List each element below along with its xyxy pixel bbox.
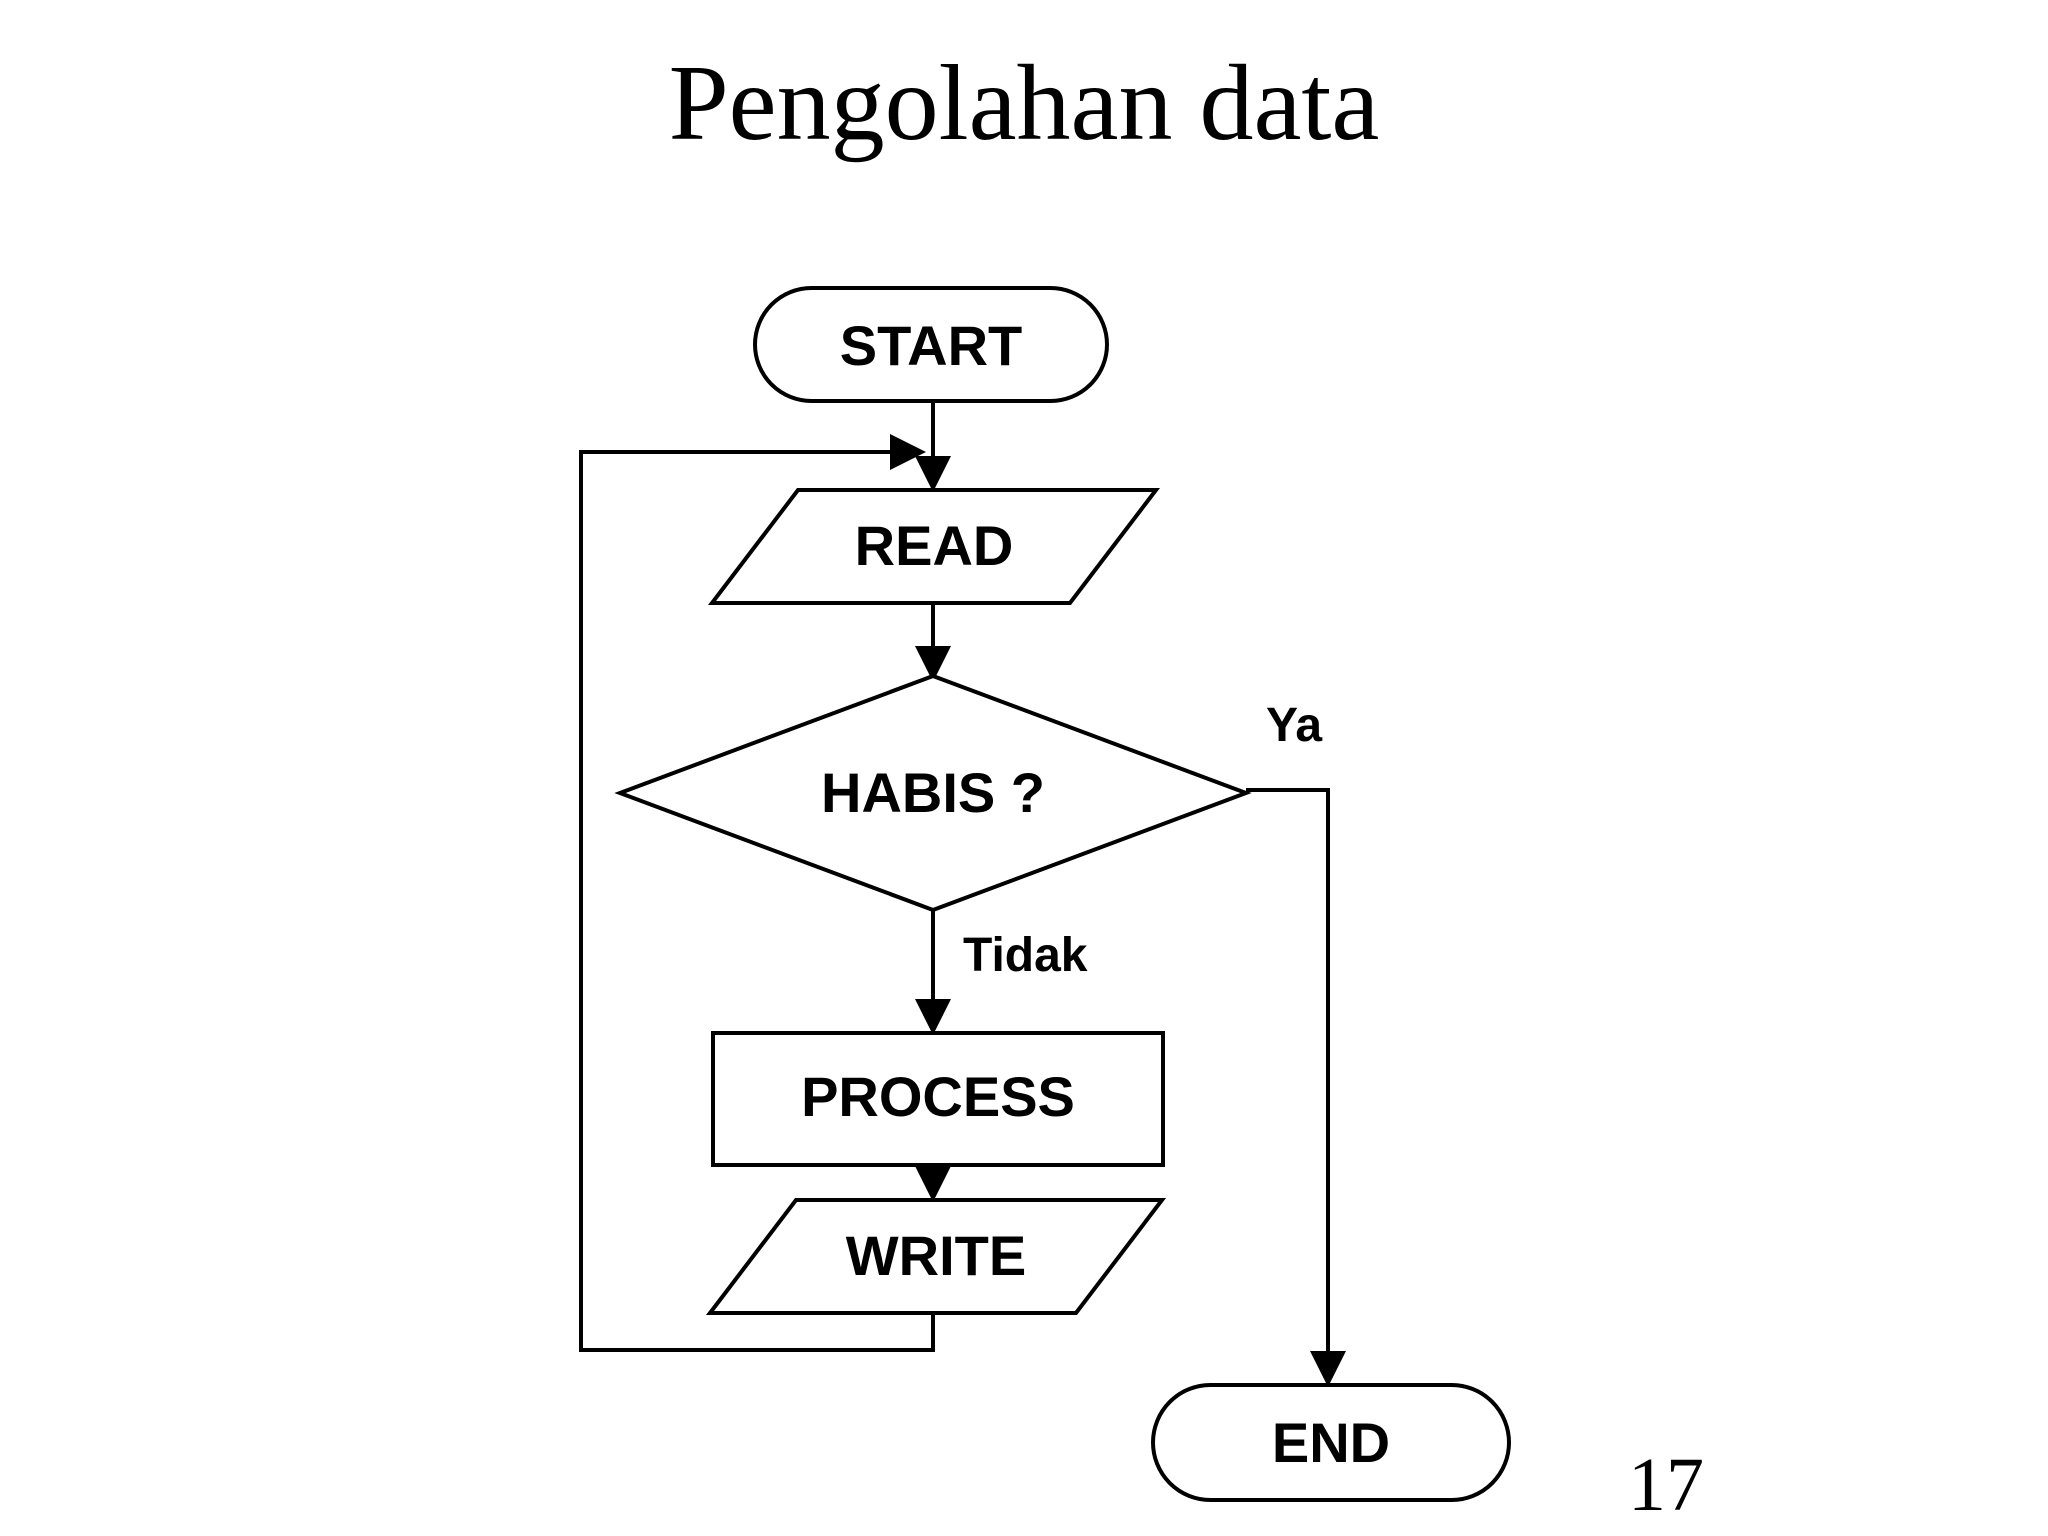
edge-habis-to-end [1246, 788, 1346, 1387]
node-end-shape [1151, 1383, 1511, 1502]
edge-write-to-read [579, 434, 935, 1352]
node-process-label: PROCESS [801, 1065, 1075, 1128]
node-start-label: START [839, 314, 1023, 377]
page-title: Pengolahan data [668, 44, 1380, 163]
page-number: 17 [1628, 1443, 1704, 1527]
node-write-shape [705, 1198, 1167, 1315]
edge-label-no: Tidak [963, 929, 1088, 982]
node-start-shape [753, 286, 1109, 403]
node-write-label: WRITE [845, 1224, 1027, 1287]
node-read-shape [707, 488, 1161, 605]
node-habis-shape [614, 673, 1252, 913]
edge-label-yes: Ya [1266, 699, 1323, 752]
node-habis-label: HABIS ? [821, 761, 1045, 824]
node-process-shape [711, 1031, 1165, 1167]
node-end-label: END [1271, 1411, 1391, 1474]
node-read-label: READ [854, 514, 1014, 577]
